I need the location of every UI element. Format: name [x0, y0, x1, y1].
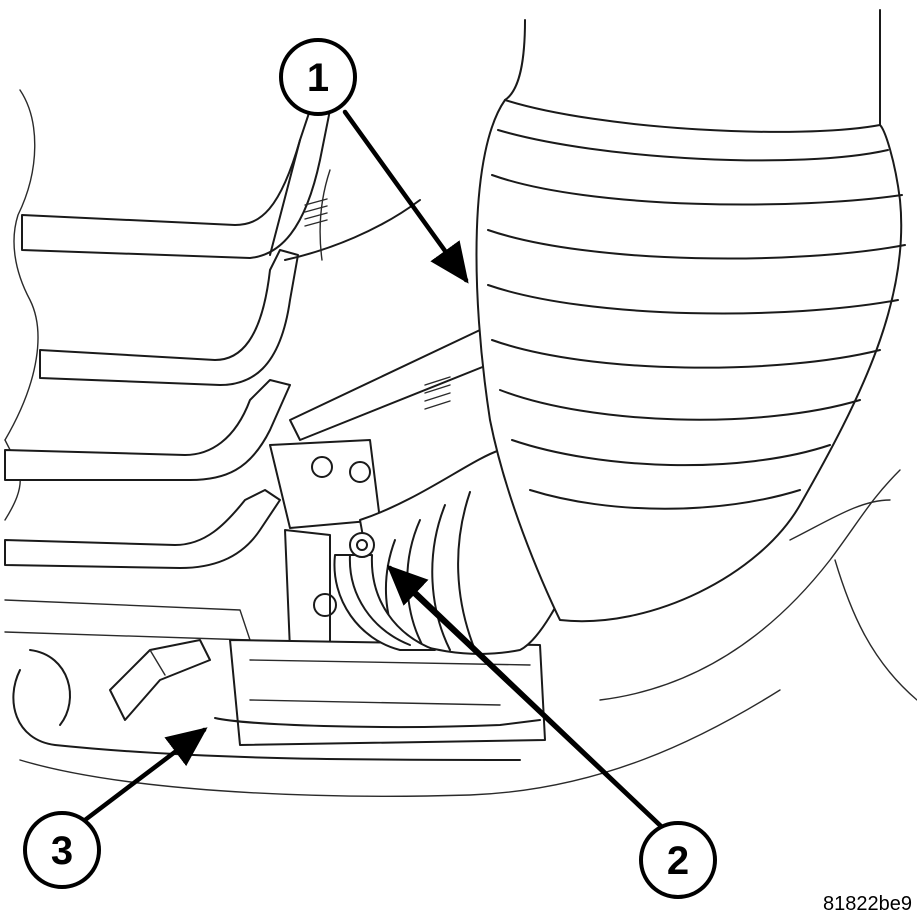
- leader-lines: [82, 109, 668, 833]
- support-arm: [12, 469, 917, 797]
- callout-3-label: 3: [51, 829, 73, 873]
- leader-line-2b: [405, 585, 668, 833]
- callout-2-label: 2: [667, 839, 689, 883]
- boot-clamp: [333, 532, 436, 651]
- callout-1: 1: [279, 38, 357, 116]
- bracket-block: [109, 439, 546, 746]
- callout-1-label: 1: [307, 56, 329, 100]
- outer-boot: [475, 9, 906, 623]
- callout-2: 2: [639, 821, 717, 899]
- leader-line-3: [82, 727, 208, 823]
- housing-frame: [4, 89, 501, 641]
- figure-code: 81822be9: [823, 893, 912, 915]
- callout-3: 3: [23, 811, 101, 889]
- leader-line-1: [342, 109, 469, 284]
